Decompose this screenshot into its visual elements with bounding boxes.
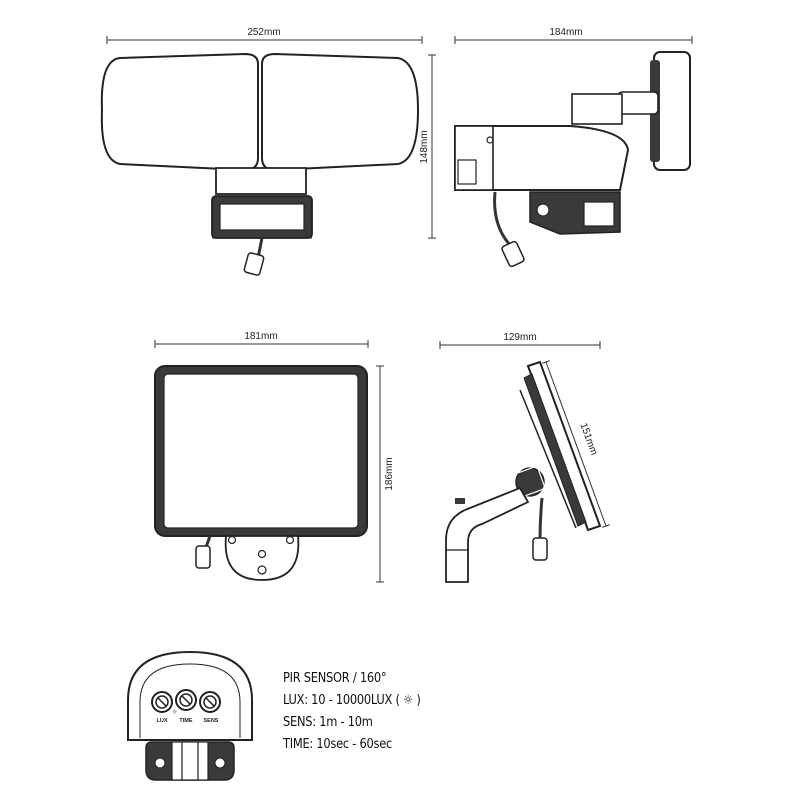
pir-sensor-detail: ☼ LUX TIME SENS — [127, 650, 253, 781]
solar-panel-side-view: 129mm 151mm — [439, 332, 610, 583]
side-body — [454, 125, 630, 191]
dimension-label-front-width: 252mm — [247, 27, 280, 38]
right-lamp-head — [261, 52, 420, 172]
dimension-label-panel-width: 181mm — [244, 331, 277, 342]
dimension-label-side-depth: 184mm — [549, 27, 582, 38]
front-view: 252mm — [100, 27, 423, 276]
dimension-label-height: 148mm — [419, 130, 430, 163]
mount-arm — [617, 91, 659, 115]
spec-time: TIME: 10sec - 60sec — [283, 737, 393, 752]
knob-label-time: TIME — [179, 718, 192, 724]
spec-sens: SENS: 1m - 10m — [283, 715, 373, 730]
sun-symbol-icon: ☼ — [172, 709, 178, 716]
spec-lux: LUX: 10 - 10000LUX ( ☼ ) — [283, 693, 421, 708]
lux-knob[interactable] — [151, 691, 173, 713]
dimension-label-panel-height: 186mm — [384, 457, 395, 490]
solar-panel-cell — [163, 373, 359, 529]
side-cable — [493, 191, 512, 247]
panel-side-connector — [532, 537, 548, 561]
panel-arm — [445, 486, 530, 583]
side-view: 184mm 148mm — [419, 27, 693, 268]
dimension-line-panel-diagonal — [542, 360, 610, 528]
sens-knob[interactable] — [199, 691, 221, 713]
knob-label-sens: SENS — [204, 718, 219, 724]
lamp-neck — [215, 167, 307, 195]
solar-panel-connector — [195, 545, 211, 569]
front-cable-connector — [243, 252, 265, 276]
time-knob[interactable] — [175, 689, 197, 711]
spec-list: PIR SENSOR / 160° LUX: 10 - 10000LUX ( ☼… — [283, 668, 421, 756]
dimension-label-panel-side-depth: 129mm — [503, 332, 536, 343]
solar-panel-front-view: 181mm 186mm — [154, 331, 395, 583]
spec-pir-sensor: PIR SENSOR / 160° — [283, 671, 387, 686]
panel-side-cable — [538, 497, 544, 541]
dimension-label-panel-diagonal: 151mm — [577, 422, 599, 457]
left-lamp-head — [100, 52, 259, 172]
side-cable-connector — [501, 240, 525, 268]
knob-label-lux: LUX — [157, 718, 168, 724]
front-sensor-window — [219, 203, 305, 231]
